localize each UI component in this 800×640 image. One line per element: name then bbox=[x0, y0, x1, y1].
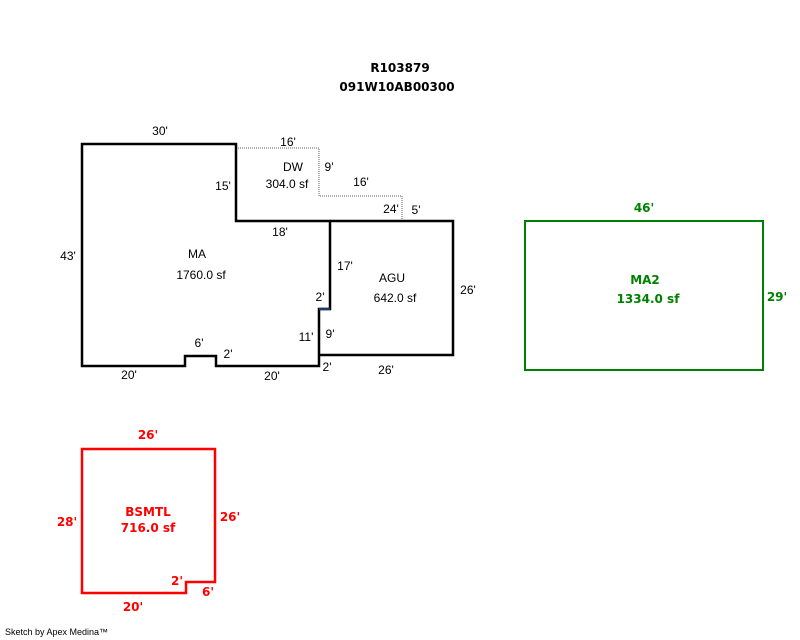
dim-dw-right-upper: 9' bbox=[325, 160, 334, 174]
ma-area: 1760.0 sf bbox=[176, 268, 226, 282]
agu-outline bbox=[319, 219, 455, 357]
dim-bsmtl-right: 26' bbox=[220, 510, 240, 524]
dw-name: DW bbox=[283, 160, 304, 174]
dim-agu-left-lower: 9' bbox=[326, 327, 335, 341]
dim-bsmtl-notch-side: 2' bbox=[171, 574, 183, 588]
dw-area: 304.0 sf bbox=[266, 177, 309, 191]
bsmtl-outline bbox=[80, 447, 217, 595]
dim-ma-left: 43' bbox=[60, 249, 76, 263]
dim-ma-bottom-right: 20' bbox=[264, 369, 280, 383]
dim-ma-notch-top: 6' bbox=[195, 336, 204, 350]
dim-ma-inner-vertical: 15' bbox=[215, 179, 231, 193]
dim-bsmtl-bottom: 20' bbox=[123, 600, 143, 614]
dim-ma-notch-side: 2' bbox=[224, 347, 233, 361]
dim-ma-step: 2' bbox=[316, 290, 325, 304]
agu-name: AGU bbox=[379, 271, 405, 285]
footer-credit: Sketch by Apex Medina™ bbox=[5, 627, 109, 637]
ma-name: MA bbox=[188, 247, 206, 261]
dim-dw-right-lower: 5' bbox=[412, 203, 421, 217]
bsmtl-area: 716.0 sf bbox=[121, 521, 176, 535]
ma2-outline bbox=[524, 220, 764, 371]
dim-agu-left-upper: 17' bbox=[337, 259, 353, 273]
dim-bsmtl-notch-bottom: 6' bbox=[202, 585, 214, 599]
dim-ma2-right: 29' bbox=[767, 290, 787, 304]
ma2-name: MA2 bbox=[630, 273, 660, 287]
map-taxlot: 091W10AB00300 bbox=[339, 80, 454, 94]
dim-dw-bottom: 24' bbox=[383, 202, 399, 216]
dim-bsmtl-top: 26' bbox=[138, 428, 158, 442]
dim-agu-bottom: 26' bbox=[378, 363, 394, 377]
dim-ma-top: 30' bbox=[152, 124, 168, 138]
dim-dw-top: 16' bbox=[280, 135, 296, 149]
ma2-area: 1334.0 sf bbox=[617, 292, 681, 306]
dim-agu-step-bottom: 2' bbox=[323, 360, 332, 374]
agu-area: 642.0 sf bbox=[374, 291, 417, 305]
dim-agu-right: 26' bbox=[460, 283, 476, 297]
dim-ma-right-lower: 11' bbox=[299, 330, 314, 344]
dim-bsmtl-left: 28' bbox=[57, 515, 77, 529]
dim-ma2-top: 46' bbox=[634, 201, 654, 215]
dim-ma-inner-horizontal: 18' bbox=[272, 225, 288, 239]
bsmtl-name: BSMTL bbox=[125, 505, 171, 519]
dim-ma-bottom-left: 20' bbox=[121, 368, 137, 382]
parcel-id: R103879 bbox=[370, 61, 429, 75]
ma-outline bbox=[80, 142, 332, 368]
dw-outline bbox=[236, 147, 403, 221]
dim-dw-middle: 16' bbox=[353, 175, 369, 189]
